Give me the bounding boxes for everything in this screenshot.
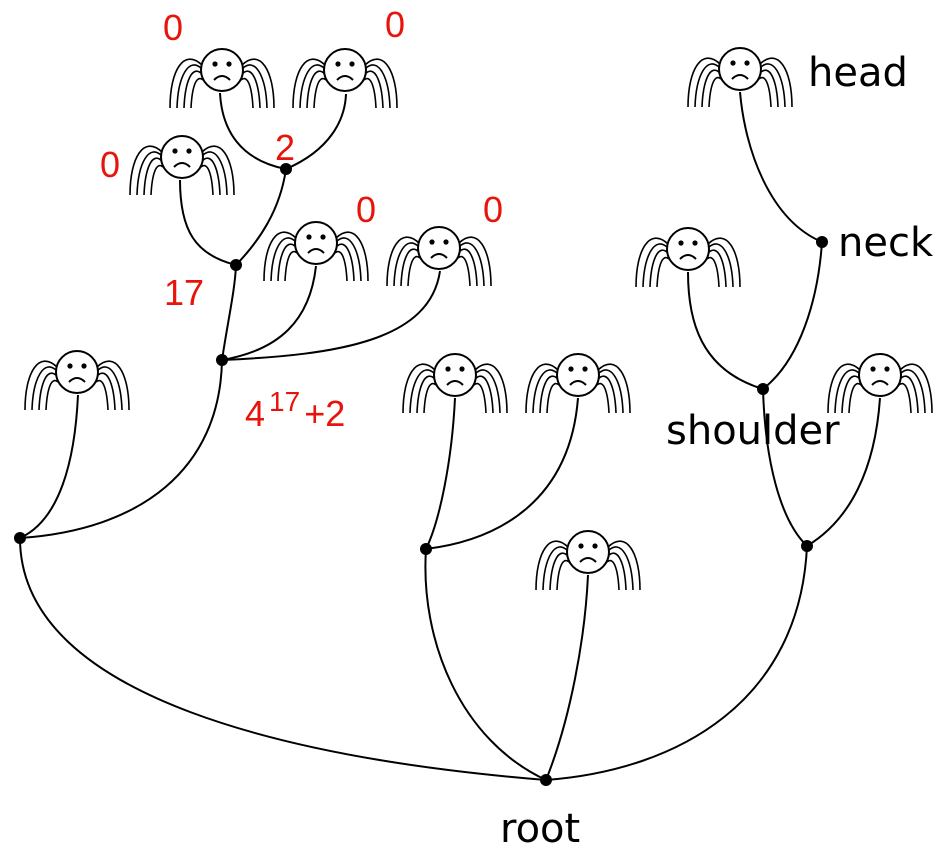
node-labels: head neck shoulder root — [500, 50, 934, 852]
edge-upper-head-b — [221, 270, 441, 361]
head-label: head — [808, 50, 908, 96]
root-label: root — [500, 806, 580, 852]
two-node — [280, 163, 292, 175]
edge-seventeen-left-head — [179, 179, 237, 266]
sad-hydra-head-icon — [129, 135, 235, 196]
annotation-zero: 0 — [385, 4, 405, 45]
edge-root-middle-branch — [424, 548, 547, 781]
edge-seventeen-to-two — [235, 168, 287, 266]
edge-middle-head-a — [425, 397, 456, 550]
formula-tail: +2 — [304, 393, 345, 434]
tree-edges — [19, 91, 881, 781]
edge-upper-to-seventeen — [221, 264, 237, 361]
shoulder-node — [757, 383, 769, 395]
root-node — [540, 774, 552, 786]
edge-root-left-branch — [19, 537, 547, 781]
annotation-two: 2 — [275, 127, 295, 168]
annotation-zero: 0 — [356, 189, 376, 230]
edge-left-head — [19, 394, 79, 539]
upper-branch-node — [216, 354, 228, 366]
edge-two-head-b — [285, 93, 347, 170]
annotation-zero: 0 — [483, 189, 503, 230]
neck-node — [816, 236, 828, 248]
edge-right-to-shoulder — [762, 388, 808, 547]
edge-two-head-a — [219, 92, 287, 170]
right-branch-node — [801, 540, 813, 552]
edge-shoulder-to-neck — [762, 241, 823, 390]
red-annotations: 0 0 2 0 0 0 17 4 17 +2 — [100, 4, 503, 434]
neck-label: neck — [838, 220, 934, 266]
formula-base: 4 — [245, 393, 265, 434]
sad-hydra-head-icon — [169, 48, 275, 109]
annotation-zero: 0 — [100, 144, 120, 185]
middle-branch-node — [420, 543, 432, 555]
seventeen-node — [230, 259, 242, 271]
edge-upper-head-a — [221, 265, 317, 361]
hydra-heads — [24, 47, 933, 591]
annotation-zero: 0 — [163, 7, 183, 48]
edge-left-to-upper — [19, 359, 223, 539]
edge-root-right-branch — [545, 545, 808, 781]
edge-neck-to-head — [739, 91, 823, 243]
shoulder-label: shoulder — [666, 408, 840, 454]
edge-root-middle-head — [545, 574, 589, 781]
edge-shoulder-head — [687, 271, 764, 390]
annotation-formula: 4 17 +2 — [245, 386, 345, 434]
annotation-seventeen: 17 — [164, 272, 204, 313]
edge-middle-head-b — [425, 397, 579, 550]
edge-right-head — [806, 397, 881, 547]
tree-nodes — [14, 163, 828, 786]
formula-exponent: 17 — [269, 386, 300, 417]
left-branch-node — [14, 532, 26, 544]
